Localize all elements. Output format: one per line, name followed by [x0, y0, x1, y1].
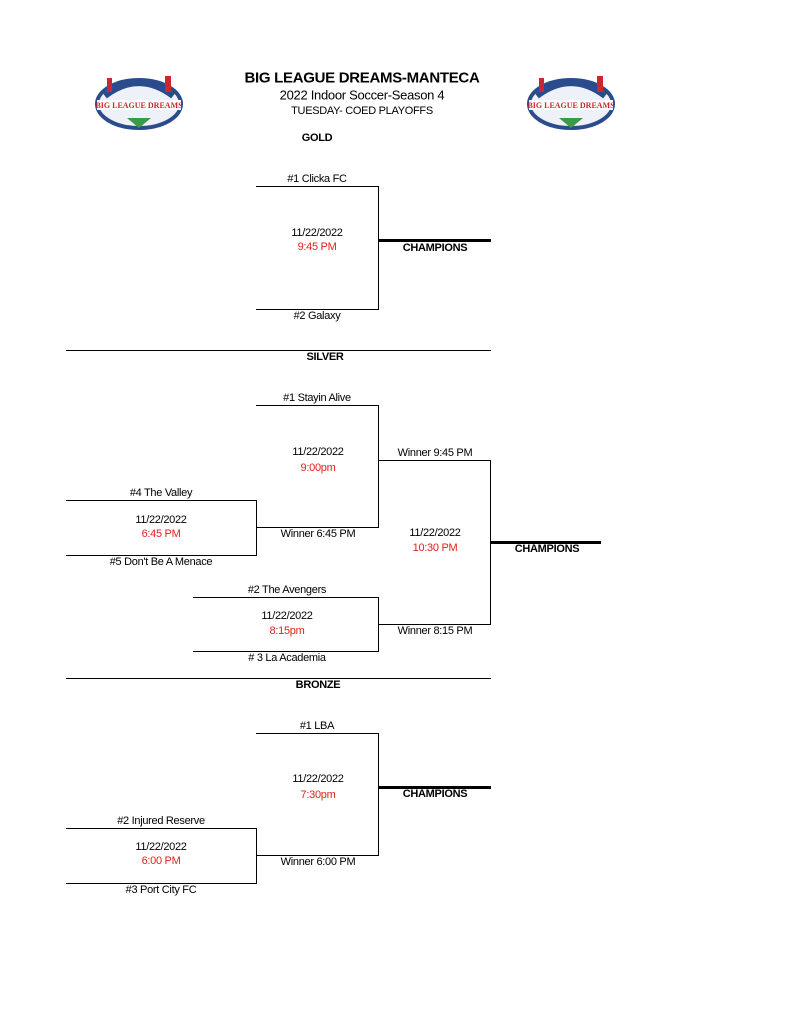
silver-semi2-team2: # 3 La Academia: [248, 652, 326, 664]
champions-line: [378, 786, 491, 789]
bracket-line: [256, 309, 379, 310]
bracket-line: [378, 624, 491, 625]
bronze-quarter1-date: 11/22/2022: [135, 841, 187, 853]
silver-quarter1-date: 11/22/2022: [135, 514, 187, 526]
silver-final-team1: Winner 9:45 PM: [397, 447, 473, 459]
svg-text:BIG LEAGUE DREAMS: BIG LEAGUE DREAMS: [527, 101, 615, 110]
gold-date: 11/22/2022: [291, 227, 343, 239]
section-divider: [66, 678, 491, 679]
page-subtitle: 2022 Indoor Soccer-Season 4: [279, 87, 445, 103]
bracket-line: [256, 527, 379, 528]
bronze-final-time: 7:30pm: [300, 789, 336, 801]
silver-semi1-time: 9:00pm: [300, 462, 336, 474]
bracket-line: [378, 186, 379, 310]
bracket-line: [66, 883, 257, 884]
bracket-line: [66, 555, 257, 556]
bracket-line: [378, 405, 379, 528]
silver-semi1-team1: #1 Stayin Alive: [283, 392, 351, 404]
bracket-line: [256, 500, 257, 556]
gold-team1: #1 Clicka FC: [287, 173, 347, 185]
silver-quarter1-team1: #4 The Valley: [129, 487, 193, 499]
bracket-line: [378, 460, 491, 461]
silver-section-title: SILVER: [306, 351, 344, 363]
gold-section-title: GOLD: [301, 132, 333, 144]
bronze-final-team2: Winner 6:00 PM: [280, 856, 356, 868]
bracket-line: [66, 500, 257, 501]
bracket-line: [193, 597, 379, 598]
champions-line: [490, 541, 601, 544]
silver-semi1-date: 11/22/2022: [292, 446, 344, 458]
bronze-final-date: 11/22/2022: [292, 773, 344, 785]
gold-team2: #2 Galaxy: [293, 310, 341, 322]
bracket-line: [256, 405, 379, 406]
silver-semi1-team2: Winner 6:45 PM: [280, 528, 356, 540]
section-divider: [66, 350, 491, 351]
bracket-line: [378, 733, 379, 856]
gold-champions-label: CHAMPIONS: [402, 242, 468, 254]
bracket-line: [256, 828, 257, 884]
bracket-line: [256, 186, 379, 187]
bracket-line: [256, 733, 379, 734]
silver-quarter1-time: 6:45 PM: [141, 528, 181, 540]
svg-text:BIG LEAGUE DREAMS: BIG LEAGUE DREAMS: [95, 101, 183, 110]
bronze-section-title: BRONZE: [295, 679, 341, 691]
silver-final-team2: Winner 8:15 PM: [397, 625, 473, 637]
page-title: BIG LEAGUE DREAMS-MANTECA: [244, 69, 480, 87]
silver-champions-label: CHAMPIONS: [514, 543, 580, 555]
silver-semi2-team1: #2 The Avengers: [247, 584, 327, 596]
champions-line: [378, 239, 491, 242]
bronze-champions-label: CHAMPIONS: [402, 788, 468, 800]
gold-time: 9:45 PM: [297, 241, 337, 253]
big-league-dreams-logo-left: BIG LEAGUE DREAMS: [95, 76, 183, 130]
bronze-quarter1-team1: #2 Injured Reserve: [117, 815, 205, 827]
silver-quarter1-team2: #5 Don't Be A Menace: [109, 556, 213, 568]
bracket-line: [256, 855, 379, 856]
silver-final-date: 11/22/2022: [409, 527, 461, 539]
silver-semi2-date: 11/22/2022: [261, 610, 313, 622]
silver-semi2-time: 8:15pm: [269, 625, 305, 637]
silver-final-time: 10:30 PM: [412, 542, 458, 554]
bronze-quarter1-time: 6:00 PM: [141, 855, 181, 867]
page-subheading: TUESDAY- COED PLAYOFFS: [291, 105, 433, 117]
bracket-line: [193, 651, 379, 652]
bracket-line: [66, 828, 257, 829]
big-league-dreams-logo-right: BIG LEAGUE DREAMS: [527, 76, 615, 130]
bronze-final-team1: #1 LBA: [299, 720, 335, 732]
bronze-quarter1-team2: #3 Port City FC: [125, 884, 197, 896]
